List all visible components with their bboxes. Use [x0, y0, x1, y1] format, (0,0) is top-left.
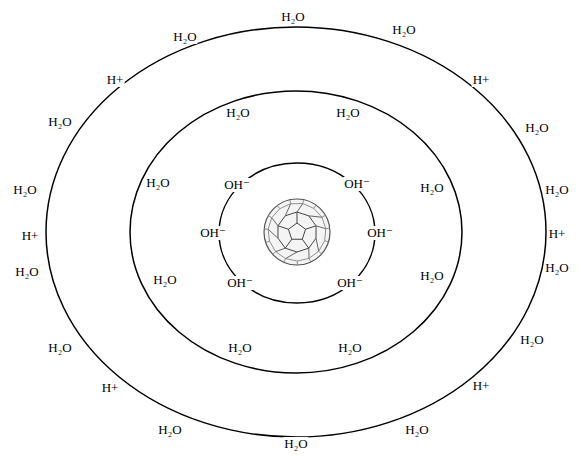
species-label: OH⁻: [226, 276, 254, 290]
species-label: H₂O: [524, 121, 549, 135]
species-label: H₂O: [227, 341, 252, 355]
species-label: H₂O: [157, 423, 182, 437]
outer-ring: [46, 27, 546, 437]
species-label: H₂O: [404, 423, 429, 437]
species-label: OH⁻: [366, 226, 394, 240]
species-label: H₂O: [391, 23, 416, 37]
species-label: H₂O: [544, 261, 569, 275]
species-label: H+: [472, 379, 491, 393]
fullerene-molecule: [264, 199, 330, 265]
species-label: H₂O: [419, 269, 444, 283]
inner-ring: [219, 163, 375, 303]
species-label: H₂O: [335, 106, 360, 120]
species-label: H₂O: [280, 10, 305, 24]
species-label: H₂O: [47, 341, 72, 355]
species-label: H₂O: [337, 341, 362, 355]
species-label: H₂O: [519, 333, 544, 347]
species-label: H₂O: [12, 183, 37, 197]
species-label: H₂O: [14, 265, 39, 279]
species-label: H+: [106, 73, 125, 87]
species-label: OH⁻: [199, 226, 227, 240]
species-label: OH⁻: [343, 177, 371, 191]
species-label: H+: [21, 229, 40, 243]
species-label: H₂O: [419, 181, 444, 195]
species-label: H₂O: [225, 106, 250, 120]
species-label: H+: [548, 227, 567, 241]
species-label: OH⁻: [336, 276, 364, 290]
species-label: H+: [472, 73, 491, 87]
species-label: H₂O: [283, 437, 308, 451]
species-label: OH⁻: [223, 178, 251, 192]
middle-ring: [130, 91, 462, 373]
species-label: H₂O: [47, 115, 72, 129]
species-label: H₂O: [152, 273, 177, 287]
species-label: H₂O: [544, 183, 569, 197]
species-label: H₂O: [172, 30, 197, 44]
species-label: H+: [101, 381, 120, 395]
species-label: H₂O: [145, 176, 170, 190]
